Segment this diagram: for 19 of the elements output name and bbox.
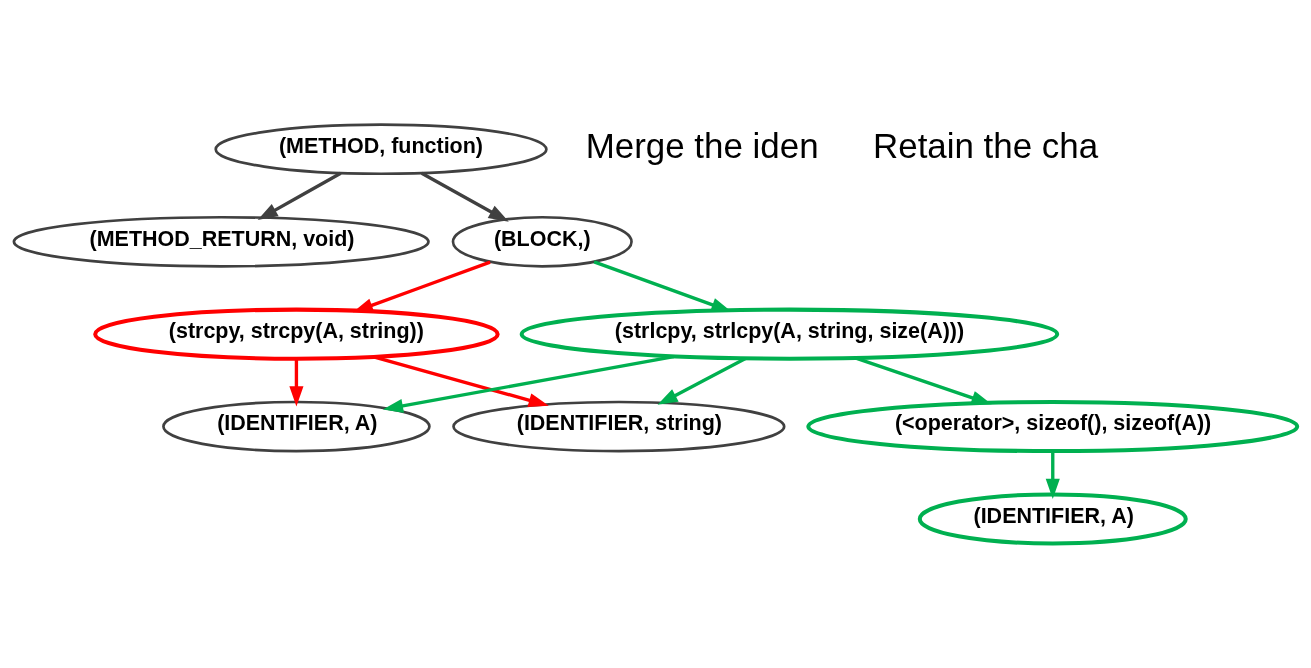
node-ellipse: (METHOD, function) xyxy=(214,123,548,176)
label: Retain the cha xyxy=(873,125,1099,165)
arrow xyxy=(855,356,992,405)
arrow xyxy=(373,355,549,408)
arrow xyxy=(352,260,491,313)
node-ellipse: (BLOCK,) xyxy=(451,215,633,268)
arrow xyxy=(1045,451,1060,499)
arrow xyxy=(657,357,747,405)
node-ellipse: (IDENTIFIER, string) xyxy=(452,400,786,453)
node-ellipse: (METHOD_RETURN, void) xyxy=(12,215,430,268)
node-ellipse: (strcpy, strcpy(A, string)) xyxy=(93,307,500,361)
arrow xyxy=(257,171,342,220)
node-ellipse: (strlcpy, strlcpy(A, string, size(A))) xyxy=(519,307,1060,361)
arrow xyxy=(382,354,675,413)
arrow xyxy=(289,359,304,407)
label: Merge the iden xyxy=(585,125,819,165)
arrow xyxy=(420,171,509,222)
node-ellipse: (<operator>, sizeof(), sizeof(A)) xyxy=(806,400,1300,454)
node-ellipse: (IDENTIFIER, A) xyxy=(917,492,1188,546)
